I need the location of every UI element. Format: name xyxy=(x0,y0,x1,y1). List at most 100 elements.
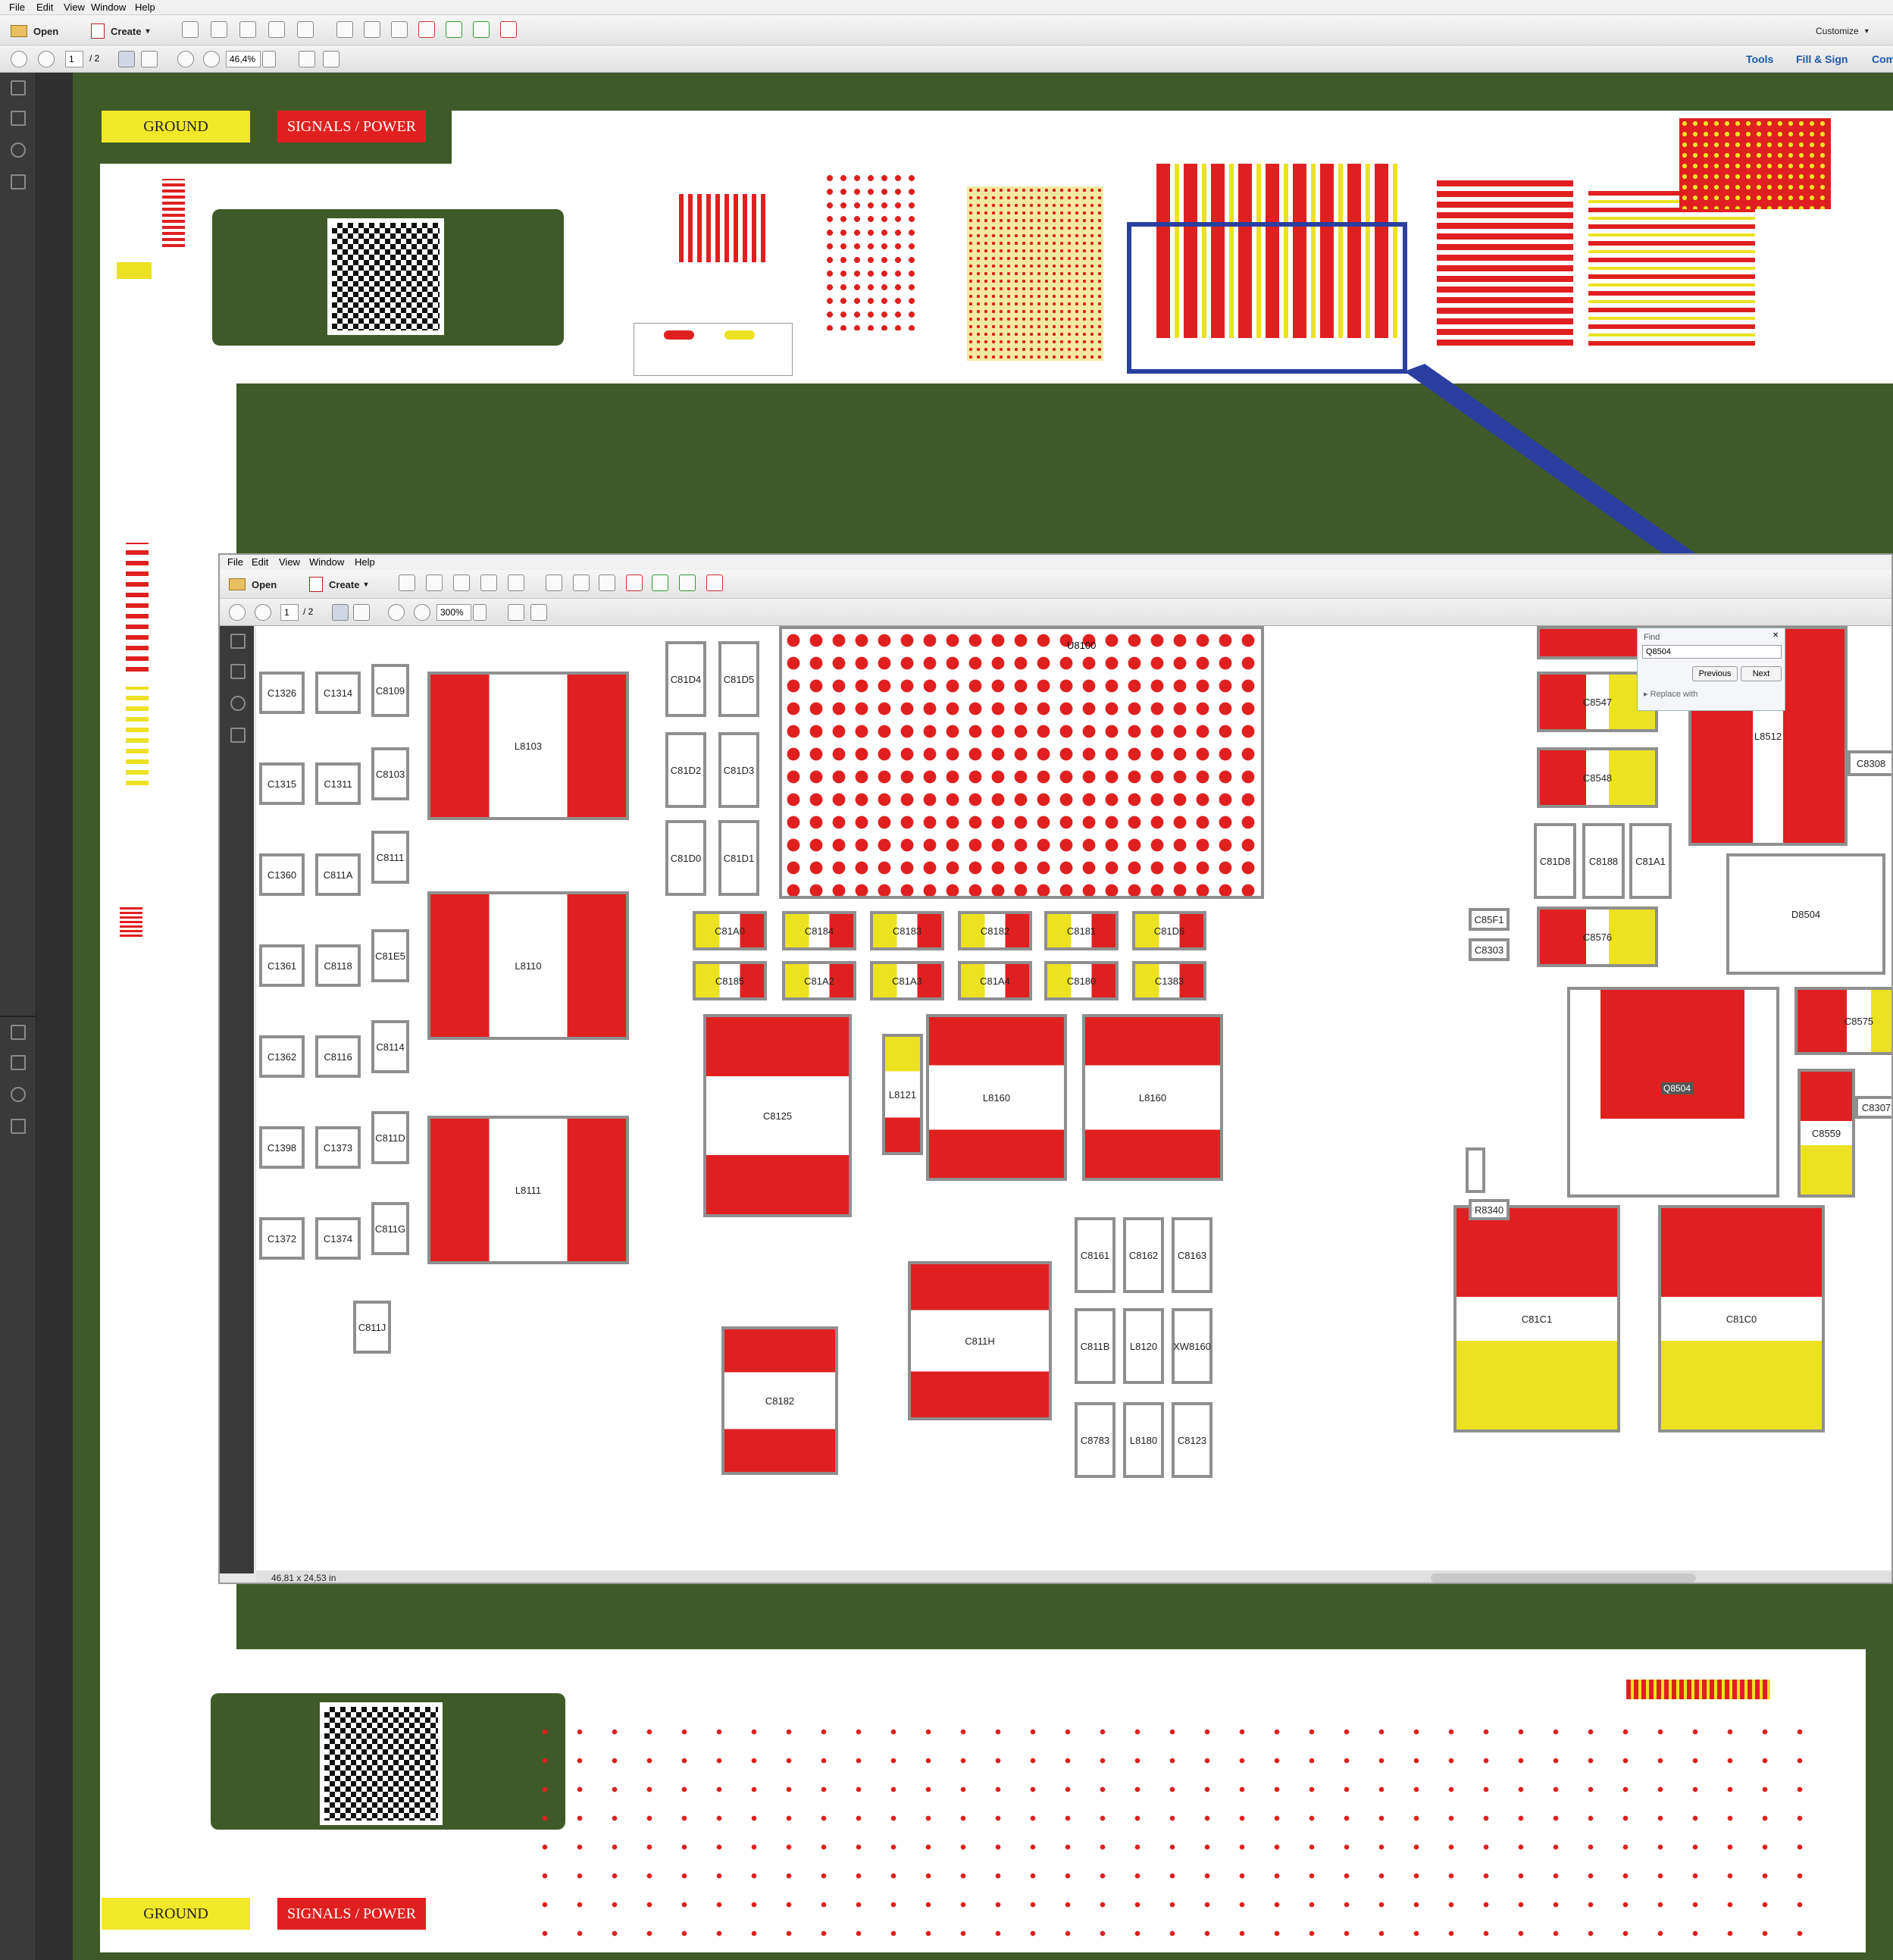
component-label: C8116 xyxy=(324,1050,352,1063)
fit-width-icon[interactable] xyxy=(508,604,524,621)
open-button[interactable]: Open xyxy=(11,21,58,41)
comment-link[interactable]: Com xyxy=(1872,53,1893,65)
share-icon[interactable] xyxy=(500,21,517,38)
edit-icon[interactable] xyxy=(268,21,285,38)
menu-edit[interactable]: Edit xyxy=(252,556,269,568)
page-down-icon[interactable] xyxy=(255,604,271,621)
insert-icon[interactable] xyxy=(679,575,696,591)
power-cluster xyxy=(1156,164,1399,338)
comment-icon[interactable] xyxy=(364,21,380,38)
pad xyxy=(724,330,755,340)
export-icon[interactable] xyxy=(652,575,668,591)
attachment-icon[interactable] xyxy=(230,696,246,711)
menu-view[interactable]: View xyxy=(279,556,300,568)
zoom-in-icon[interactable] xyxy=(203,51,220,67)
menu-edit[interactable]: Edit xyxy=(36,2,54,13)
hand-tool-icon[interactable] xyxy=(353,604,370,621)
zoom-out-icon[interactable] xyxy=(177,51,194,67)
delete-page-icon[interactable] xyxy=(418,21,435,38)
component-c81a2: C81A3 xyxy=(870,961,944,1000)
menu-help[interactable]: Help xyxy=(135,2,155,13)
mail-icon[interactable] xyxy=(297,21,314,38)
component-label: L8160 xyxy=(982,1091,1011,1104)
find-next-button[interactable]: Next xyxy=(1741,666,1782,681)
signature-icon[interactable] xyxy=(11,174,26,189)
insert-icon[interactable] xyxy=(473,21,490,38)
gear-icon[interactable] xyxy=(336,21,353,38)
menu-help[interactable]: Help xyxy=(355,556,375,568)
open-button[interactable]: Open xyxy=(229,575,277,594)
delete-page-icon[interactable] xyxy=(626,575,643,591)
attachment-icon[interactable] xyxy=(11,1087,26,1102)
highlight-icon[interactable] xyxy=(599,575,615,591)
zoom-out-icon[interactable] xyxy=(388,604,405,621)
select-tool-icon[interactable] xyxy=(332,604,349,621)
find-previous-button[interactable]: Previous xyxy=(1692,666,1738,681)
fill-sign-link[interactable]: Fill & Sign xyxy=(1796,53,1848,65)
page-number-input[interactable]: 1 xyxy=(65,51,83,67)
pages-icon[interactable] xyxy=(11,1025,26,1040)
gear-icon[interactable] xyxy=(546,575,562,591)
tools-link[interactable]: Tools xyxy=(1746,53,1774,65)
page-up-icon[interactable] xyxy=(11,51,27,67)
cloud-upload-icon[interactable] xyxy=(211,21,227,38)
share-icon[interactable] xyxy=(706,575,723,591)
zoom-dropdown-icon[interactable] xyxy=(262,51,276,67)
comment-icon[interactable] xyxy=(573,575,590,591)
component-c1362: C8116 xyxy=(315,1035,361,1078)
menu-window[interactable]: Window xyxy=(91,2,127,13)
attachment-icon[interactable] xyxy=(11,142,26,158)
zoom-dropdown-icon[interactable] xyxy=(473,604,487,621)
customize-button[interactable]: Customize ▾ xyxy=(1816,21,1869,41)
create-label: Create xyxy=(111,25,142,37)
component-label: C811G xyxy=(374,1223,406,1235)
bookmark-icon[interactable] xyxy=(230,664,246,679)
print-icon[interactable] xyxy=(239,21,256,38)
mosfet-q8504: Q8504 xyxy=(1567,987,1779,1198)
zoom-in-icon[interactable] xyxy=(414,604,430,621)
create-button[interactable]: Create ▾ xyxy=(309,575,368,594)
bookmark-icon[interactable] xyxy=(11,1055,26,1070)
mail-icon[interactable] xyxy=(508,575,524,591)
edit-icon[interactable] xyxy=(480,575,497,591)
create-label: Create xyxy=(329,578,360,590)
highlight-icon[interactable] xyxy=(391,21,408,38)
find-input[interactable]: Q8504 xyxy=(1642,645,1782,659)
signature-icon[interactable] xyxy=(230,728,246,743)
pages-icon[interactable] xyxy=(11,80,26,95)
pages-icon[interactable] xyxy=(230,634,246,649)
cloud-upload-icon[interactable] xyxy=(426,575,443,591)
export-icon[interactable] xyxy=(446,21,462,38)
save-icon[interactable] xyxy=(182,21,199,38)
left-arm-components xyxy=(120,906,142,937)
save-icon[interactable] xyxy=(399,575,415,591)
fit-page-icon[interactable] xyxy=(530,604,547,621)
page-up-icon[interactable] xyxy=(229,604,246,621)
horizontal-scrollbar[interactable] xyxy=(1431,1573,1696,1583)
fit-width-icon[interactable] xyxy=(299,51,315,67)
bookmark-icon[interactable] xyxy=(11,111,26,126)
component-label: C8180 xyxy=(1066,975,1097,987)
create-button[interactable]: Create ▾ xyxy=(91,21,150,41)
zoom-region-highlight xyxy=(1127,222,1407,374)
menu-file[interactable]: File xyxy=(9,2,25,13)
zoomed-board-canvas[interactable]: U8100 C1326 C1314 C1315 C1311 C1360 C811… xyxy=(256,626,1891,1573)
page-number-input[interactable]: 1 xyxy=(280,604,299,621)
replace-toggle[interactable]: ▸ Replace with xyxy=(1644,690,1698,699)
component-c8125: L8121 xyxy=(882,1034,923,1155)
page-down-icon[interactable] xyxy=(38,51,55,67)
capacitor-c81c0: C81C0 xyxy=(1658,1205,1825,1432)
menu-view[interactable]: View xyxy=(64,2,85,13)
fit-page-icon[interactable] xyxy=(323,51,339,67)
zoom-input[interactable]: 46,4% xyxy=(226,51,261,67)
menu-file[interactable]: File xyxy=(227,556,243,568)
signature-icon[interactable] xyxy=(11,1119,26,1134)
select-tool-icon[interactable] xyxy=(118,51,135,67)
hand-tool-icon[interactable] xyxy=(141,51,158,67)
menu-window[interactable]: Window xyxy=(309,556,345,568)
component-c85f1: C85F1 xyxy=(1469,908,1510,931)
close-icon[interactable]: ✕ xyxy=(1773,631,1779,640)
print-icon[interactable] xyxy=(453,575,470,591)
zoom-input[interactable]: 300% xyxy=(436,604,471,621)
component-c811a: C8111 xyxy=(371,831,409,884)
